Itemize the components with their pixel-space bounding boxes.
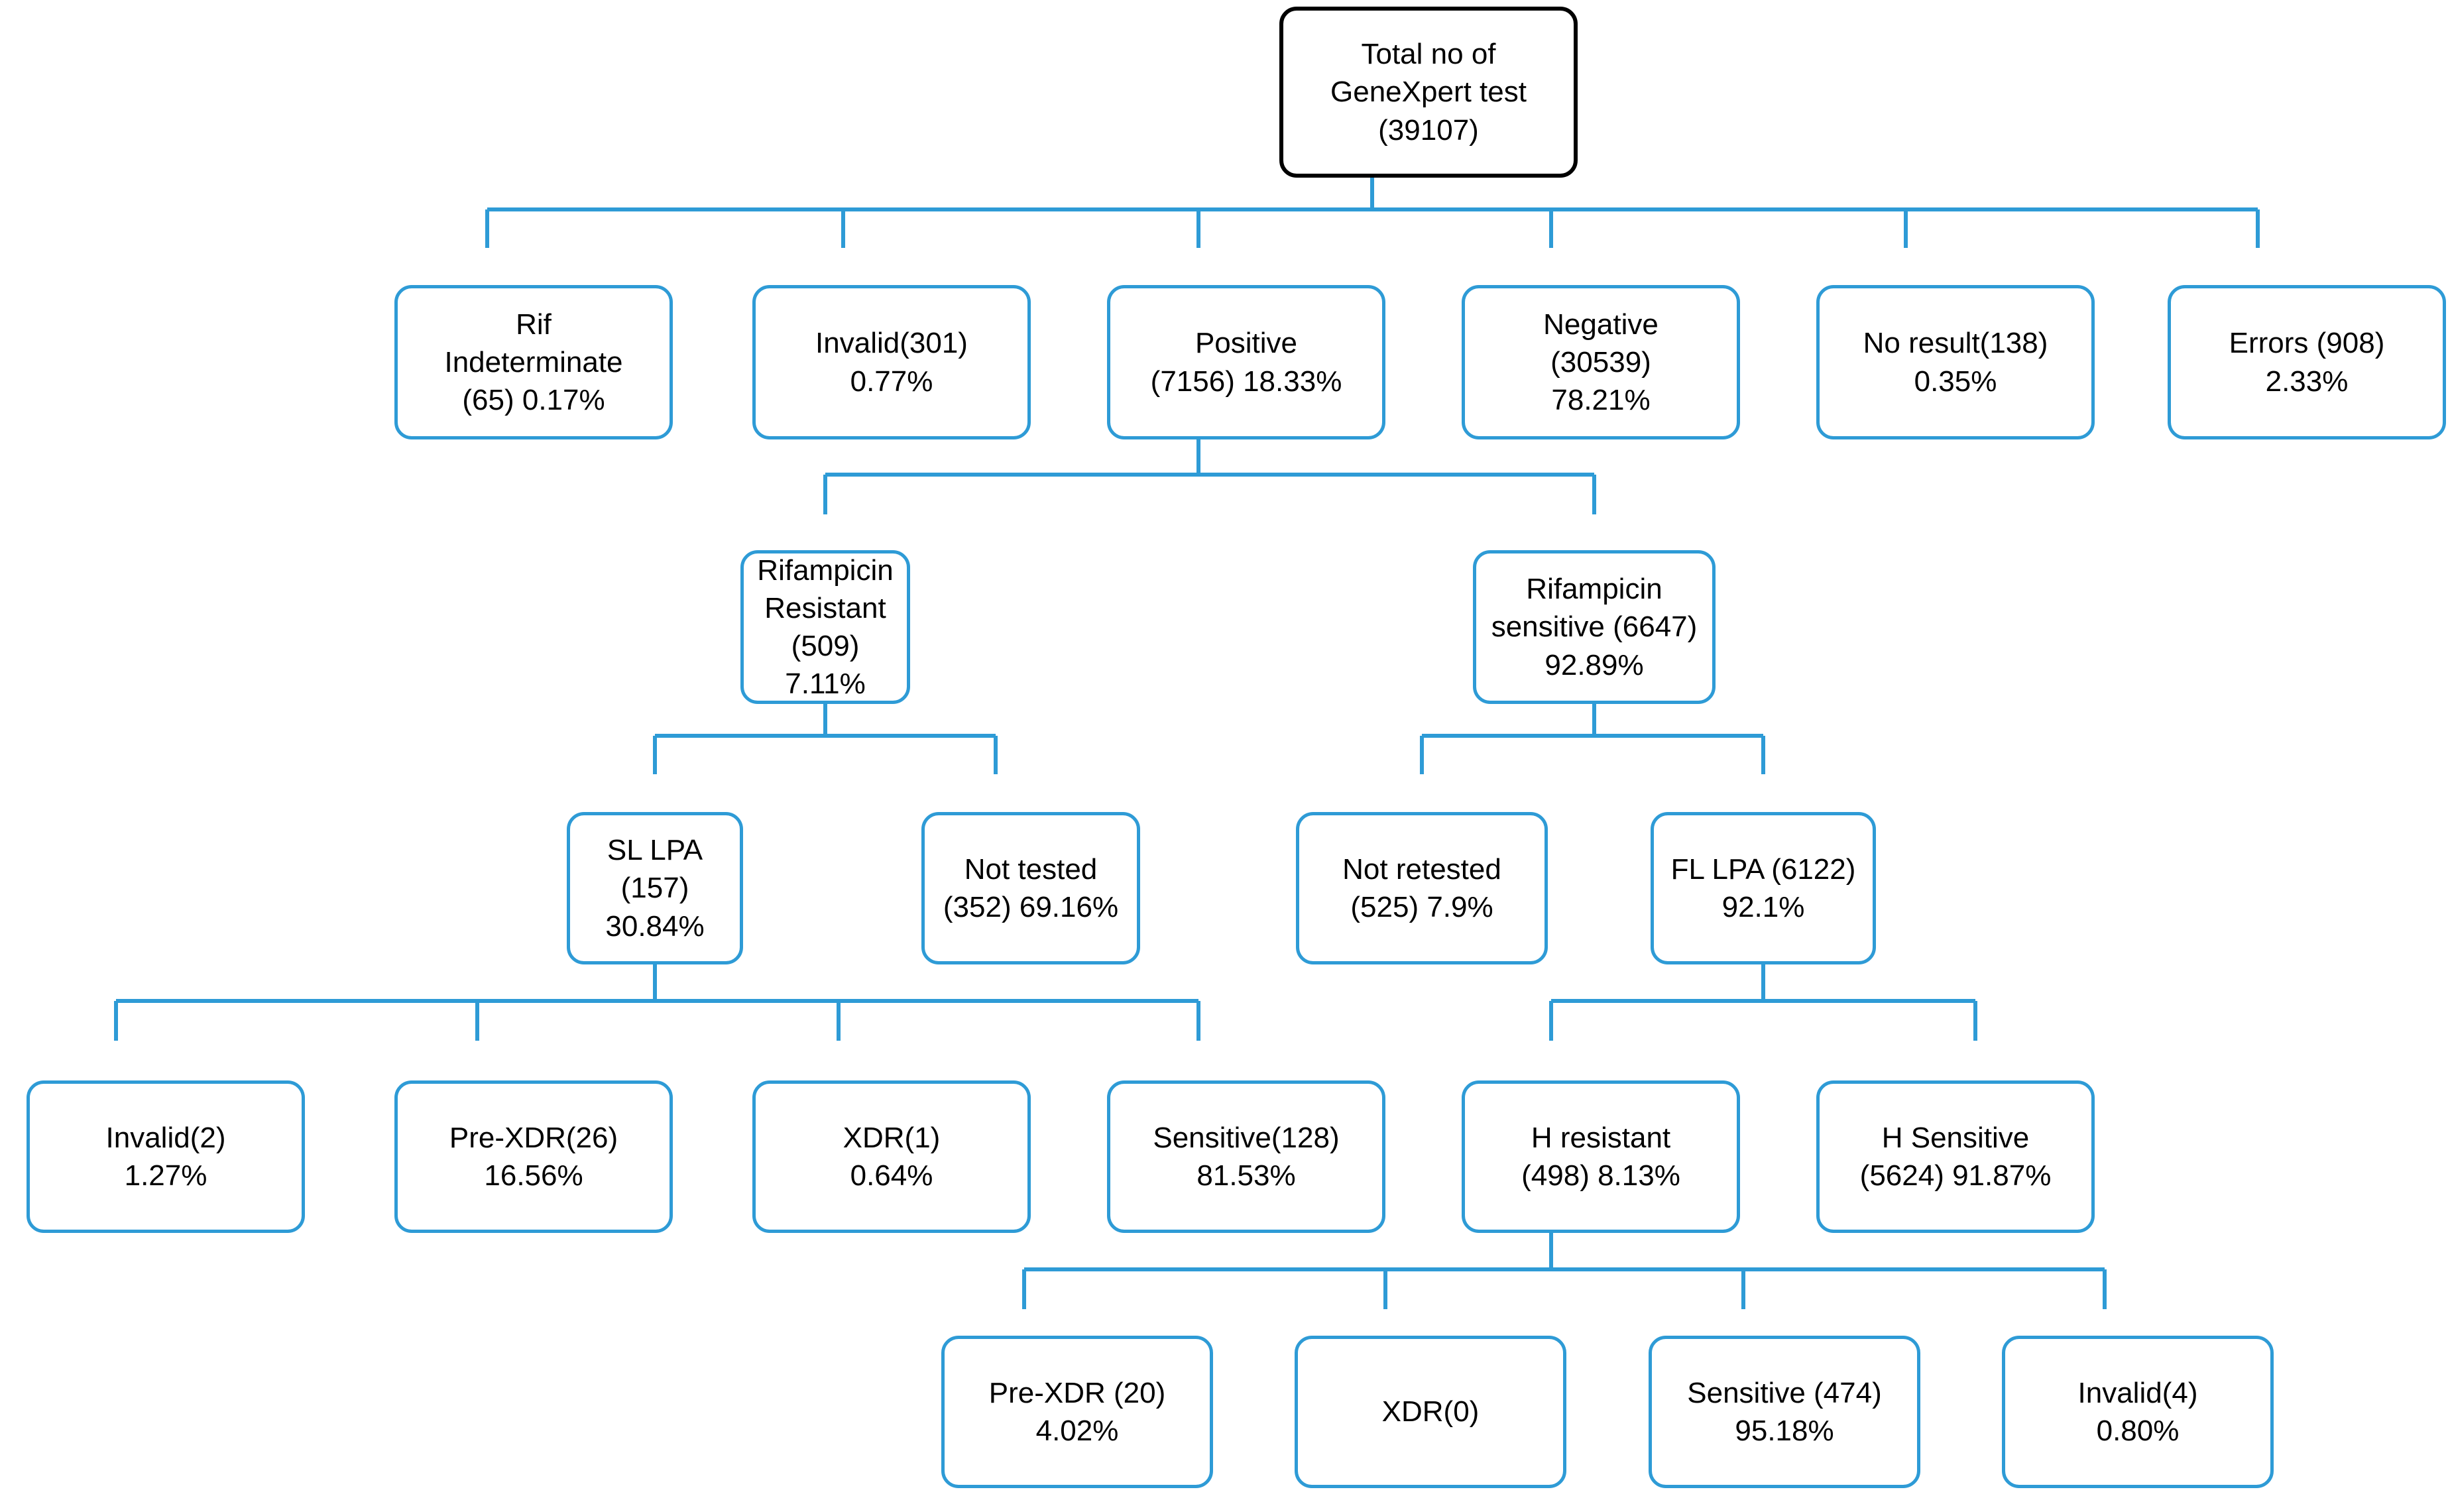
node-label: XDR(0) [1381,1395,1480,1428]
node-h-xdr[interactable]: XDR(0) [1295,1336,1566,1488]
node-h-sensitive-474[interactable]: Sensitive (474) 95.18% [1649,1336,1920,1488]
node-sl-lpa[interactable]: SL LPA (157) 30.84% [567,812,743,964]
node-invalid-301[interactable]: Invalid(301) 0.77% [752,285,1031,439]
node-label: H Sensitive (5624) 91.87% [1859,1121,2052,1192]
node-errors[interactable]: Errors (908) 2.33% [2168,285,2446,439]
node-h-invalid[interactable]: Invalid(4) 0.80% [2002,1336,2274,1488]
node-label: Pre-XDR(26) 16.56% [449,1121,618,1192]
node-label: Not tested (352) 69.16% [943,852,1119,923]
node-label: Pre-XDR (20) 4.02% [988,1376,1166,1447]
node-label: Rifampicin sensitive (6647) 92.89% [1491,573,1698,681]
node-label: Total no of GeneXpert test (39107) [1330,38,1527,146]
node-label: Sensitive(128) 81.53% [1153,1121,1340,1192]
node-h-sensitive[interactable]: H Sensitive (5624) 91.87% [1816,1080,2095,1233]
node-rifampicin-resistant[interactable]: Rifampicin Resistant (509) 7.11% [740,550,910,704]
node-label: No result(138) 0.35% [1863,327,2048,398]
node-no-result[interactable]: No result(138) 0.35% [1816,285,2095,439]
node-label: SL LPA (157) 30.84% [605,834,705,943]
node-label: FL LPA (6122) 92.1% [1670,852,1856,923]
node-sl-xdr[interactable]: XDR(1) 0.64% [752,1080,1031,1233]
node-label: Not retested (525) 7.9% [1342,852,1501,923]
node-total-genexpert-test[interactable]: Total no of GeneXpert test (39107) [1279,7,1578,178]
node-sl-sensitive[interactable]: Sensitive(128) 81.53% [1107,1080,1385,1233]
node-label: Invalid(2) 1.27% [105,1121,226,1192]
node-h-resistant[interactable]: H resistant (498) 8.13% [1462,1080,1740,1233]
node-not-retested[interactable]: Not retested (525) 7.9% [1296,812,1548,964]
node-label: Errors (908) 2.33% [2229,327,2385,398]
node-positive[interactable]: Positive (7156) 18.33% [1107,285,1385,439]
node-label: XDR(1) 0.64% [843,1121,941,1192]
node-label: Invalid(301) 0.77% [815,327,968,398]
node-rifampicin-sensitive[interactable]: Rifampicin sensitive (6647) 92.89% [1473,550,1716,704]
node-label: H resistant (498) 8.13% [1521,1121,1680,1192]
node-h-pre-xdr[interactable]: Pre-XDR (20) 4.02% [941,1336,1213,1488]
node-negative[interactable]: Negative (30539) 78.21% [1462,285,1740,439]
node-sl-invalid[interactable]: Invalid(2) 1.27% [27,1080,305,1233]
node-label: Rifampicin Resistant (509) 7.11% [757,553,894,701]
node-rif-indeterminate[interactable]: Rif Indeterminate (65) 0.17% [394,285,673,439]
node-sl-pre-xdr[interactable]: Pre-XDR(26) 16.56% [394,1080,673,1233]
node-label: Positive (7156) 18.33% [1150,327,1342,398]
node-not-tested[interactable]: Not tested (352) 69.16% [921,812,1140,964]
node-label: Rif Indeterminate (65) 0.17% [444,308,623,417]
node-label: Negative (30539) 78.21% [1543,308,1659,417]
node-fl-lpa[interactable]: FL LPA (6122) 92.1% [1651,812,1876,964]
node-label: Sensitive (474) 95.18% [1687,1376,1882,1447]
node-label: Invalid(4) 0.80% [2077,1376,2198,1447]
